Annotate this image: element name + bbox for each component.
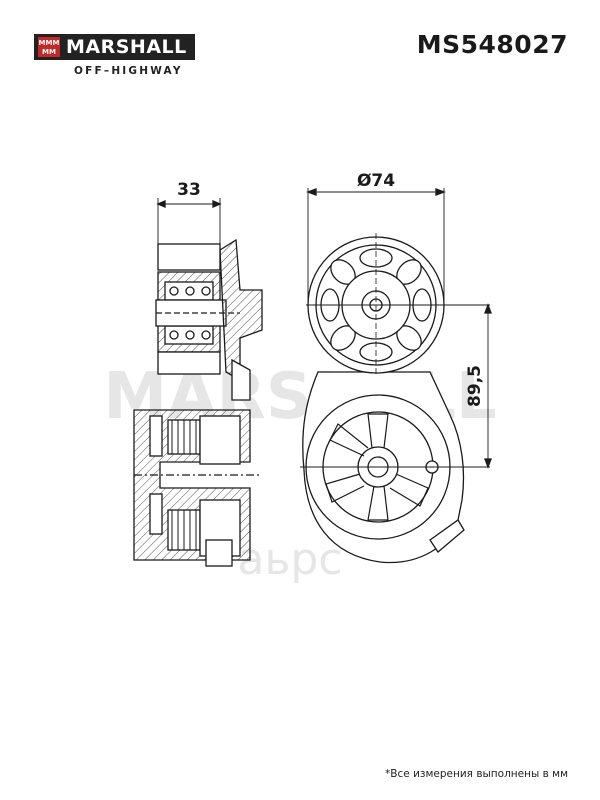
- logo-box: МММ ММ MARSHALL: [34, 34, 195, 60]
- dimension-diameter-label: Ø74: [357, 171, 395, 191]
- watermark-secondary: аьрс: [237, 534, 342, 585]
- front-view: [300, 188, 492, 564]
- dimension-center-distance-label: 89,5: [465, 365, 485, 407]
- brand-logo: МММ ММ MARSHALL OFF–HIGHWAY: [34, 34, 195, 77]
- svg-text:ММ: ММ: [42, 48, 56, 56]
- logo-mark-icon: МММ ММ: [38, 37, 60, 57]
- brand-name: MARSHALL: [66, 36, 187, 58]
- part-number: MS548027: [416, 30, 568, 59]
- dimension-width-label: 33: [177, 180, 201, 200]
- brand-subtitle: OFF–HIGHWAY: [74, 65, 183, 77]
- measurement-footnote: *Все измерения выполнены в мм: [385, 768, 568, 780]
- logo-mark-text: МММ: [39, 39, 60, 47]
- side-section-view: [133, 198, 263, 567]
